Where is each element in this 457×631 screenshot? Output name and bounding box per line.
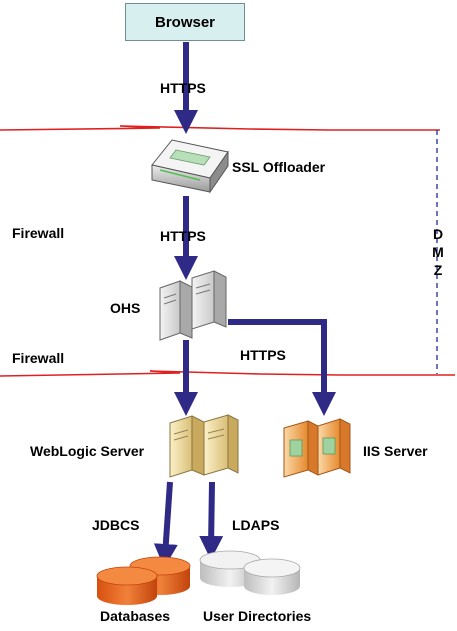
weblogic-label: WebLogic Server bbox=[30, 443, 145, 459]
iis-label: IIS Server bbox=[363, 443, 428, 459]
dmz-letter-z: Z bbox=[433, 262, 443, 278]
weblogic-server-icon bbox=[169, 414, 239, 478]
databases-label: Databases bbox=[100, 608, 171, 624]
iis-server-icon bbox=[283, 418, 351, 478]
ssl-offloader-label: SSL Offloader bbox=[232, 159, 326, 175]
dmz-letter-d: D bbox=[432, 226, 444, 242]
database-icon bbox=[96, 556, 191, 605]
dmz-label: D M Z bbox=[431, 225, 445, 279]
connection-label-https-3: HTTPS bbox=[240, 347, 286, 363]
user-directories-label: User Directories bbox=[203, 608, 312, 624]
user-directory-icon bbox=[199, 550, 301, 595]
dmz-letter-m: M bbox=[432, 244, 444, 260]
browser-node: Browser bbox=[125, 3, 245, 41]
connection-label-https-1: HTTPS bbox=[160, 80, 206, 96]
arrow-weblogic-to-directories bbox=[199, 481, 224, 560]
firewall-label-bottom: Firewall bbox=[12, 350, 65, 366]
firewall-line-top bbox=[0, 125, 440, 131]
browser-label: Browser bbox=[154, 13, 216, 31]
ohs-label: OHS bbox=[110, 300, 141, 316]
connection-label-https-2: HTTPS bbox=[160, 228, 206, 244]
ohs-server-icon bbox=[159, 270, 227, 341]
ssl-offloader-icon bbox=[151, 139, 229, 194]
arrow-weblogic-to-databases bbox=[153, 481, 178, 568]
arrow-ohs-to-iis bbox=[228, 319, 336, 416]
connection-label-jdbcs: JDBCS bbox=[92, 517, 140, 533]
firewall-line-bottom bbox=[0, 370, 455, 377]
connection-label-ldaps: LDAPS bbox=[232, 517, 280, 533]
firewall-label-top: Firewall bbox=[12, 225, 65, 241]
